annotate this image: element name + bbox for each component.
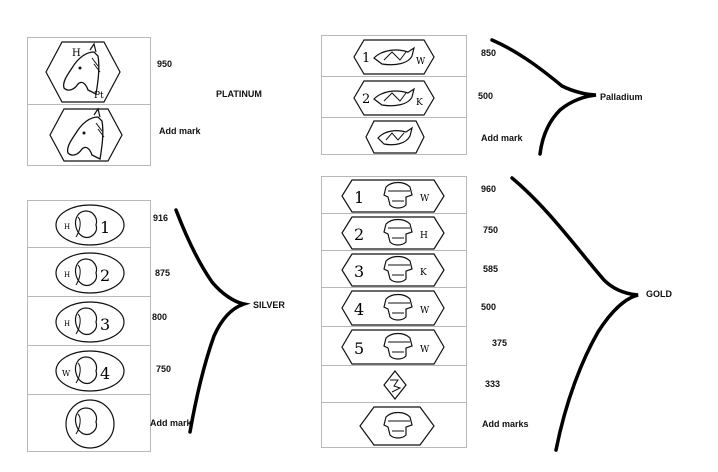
palladium-fineness-label: 500 (478, 91, 494, 101)
platinum-title: PLATINUM (216, 89, 262, 99)
platinum-fineness-label: 950 (157, 59, 173, 69)
helmet-head-icon (359, 406, 435, 446)
assay-number: 1 (362, 51, 370, 66)
gold-add-marks (321, 402, 467, 448)
palladium-add-mark-label: Add mark (481, 133, 523, 143)
gold-add-marks-label: Add marks (482, 419, 529, 429)
bird-icon: 1 W (353, 39, 435, 75)
silver-fineness-label: 750 (156, 364, 172, 374)
helmet-head-icon: 4 W (341, 290, 445, 326)
horse-head-icon (49, 107, 123, 162)
silver-bracket (174, 208, 251, 434)
assay-letter: H (64, 223, 70, 231)
bird-icon: 2 K (353, 80, 435, 116)
bird-icon (365, 120, 425, 154)
gold-mark-375: 5 W (321, 326, 467, 366)
gold-fineness-label: 375 (492, 338, 508, 348)
woman-head-icon: H 2 (55, 252, 125, 294)
gold-bracket (510, 176, 639, 452)
assay-number: 5 (354, 339, 364, 358)
gold-mark-333 (321, 365, 467, 403)
gold-mark-500: 4 W (321, 287, 467, 327)
woman-head-icon: H 3 (55, 301, 125, 343)
horse-head-pt-icon: H Pt (45, 41, 121, 103)
gold-fineness-label: 500 (481, 302, 497, 312)
silver-add-mark-label: Add mark (150, 418, 192, 428)
assay-letter: W (62, 369, 71, 378)
palladium-title: Palladium (600, 92, 643, 102)
assay-letter: H (64, 271, 70, 279)
gold-mark-960: 1 W (321, 176, 467, 214)
silver-add-mark (27, 394, 151, 452)
silver-mark-875: H 2 (27, 247, 151, 297)
helmet-head-icon: 1 W (341, 179, 445, 213)
palladium-mark-850: 1 W (321, 35, 467, 77)
assay-number: 1 (354, 188, 364, 207)
assay-number: 2 (100, 266, 110, 285)
silver-fineness-label: 800 (152, 312, 168, 322)
gold-title: GOLD (646, 289, 672, 299)
assay-letter: W (420, 194, 430, 204)
assay-letter: W (420, 345, 430, 355)
small-diamond-icon (383, 370, 407, 400)
assay-letter: H (420, 231, 428, 241)
helmet-head-icon: 2 H (341, 216, 445, 250)
gold-fineness-label: 750 (483, 225, 499, 235)
woman-head-icon: W 4 (55, 350, 125, 392)
palladium-fineness-label: 850 (481, 48, 497, 58)
assay-number: 1 (100, 218, 110, 237)
silver-title: SILVER (253, 300, 285, 310)
gold-fineness-label: 333 (485, 379, 501, 389)
assay-letter: H (64, 320, 70, 328)
assay-letter: K (420, 268, 427, 278)
assay-letter: W (416, 57, 426, 67)
gold-fineness-label: 960 (481, 184, 497, 194)
assay-number: 3 (100, 315, 110, 334)
assay-letter: W (420, 306, 430, 316)
woman-head-icon: H 1 (55, 204, 125, 246)
palladium-bracket (490, 38, 597, 156)
assay-number: 3 (354, 262, 364, 281)
platinum-add-mark-label: Add mark (159, 126, 201, 136)
assay-number: 2 (362, 92, 370, 107)
gold-fineness-label: 585 (483, 264, 499, 274)
woman-head-icon (65, 399, 115, 449)
assay-letter: K (416, 98, 423, 108)
silver-mark-800: H 3 (27, 296, 151, 346)
gold-mark-585: 3 K (321, 250, 467, 288)
silver-fineness-label: 916 (153, 213, 169, 223)
helmet-head-icon: 3 K (341, 253, 445, 287)
palladium-mark-500: 2 K (321, 76, 467, 118)
platinum-mark-950: H Pt (27, 37, 151, 105)
assay-number: 4 (100, 364, 110, 383)
helmet-head-icon: 5 W (341, 329, 445, 365)
palladium-add-mark (321, 117, 467, 155)
assay-letter: H (72, 48, 81, 59)
silver-fineness-label: 875 (155, 268, 171, 278)
assay-number: 4 (354, 300, 364, 319)
platinum-add-mark (27, 104, 151, 166)
metal-symbol: Pt (94, 91, 104, 101)
assay-number: 2 (354, 225, 364, 244)
